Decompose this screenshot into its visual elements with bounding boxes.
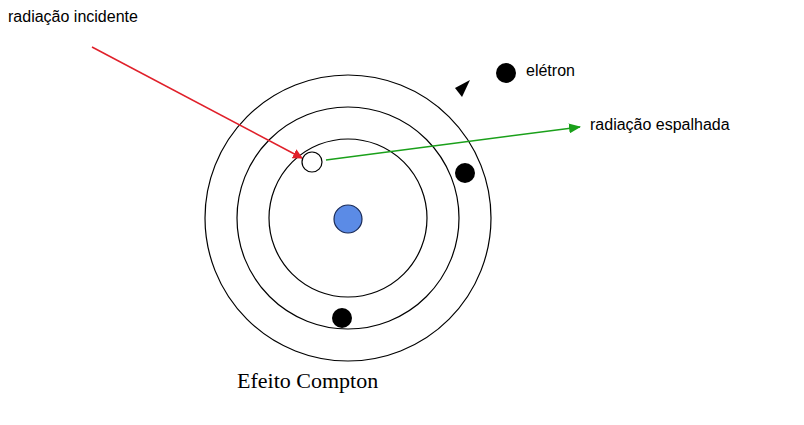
electron-direction (455, 80, 470, 97)
outer-orbit (205, 75, 491, 361)
caption: Efeito Compton (237, 368, 378, 394)
vacancy (302, 152, 322, 172)
middle-orbit (237, 107, 459, 329)
ray-label: radiação incidente (8, 8, 138, 26)
nucleus (334, 205, 362, 233)
electron-label: elétron (526, 62, 575, 80)
ray-label: radiação espalhada (590, 116, 730, 134)
free-electron (496, 63, 516, 83)
electron-dot (455, 163, 475, 183)
scattered-ray (326, 127, 580, 160)
incident-ray (92, 47, 302, 158)
inner-orbit (269, 139, 427, 297)
electron-dot (332, 308, 352, 328)
